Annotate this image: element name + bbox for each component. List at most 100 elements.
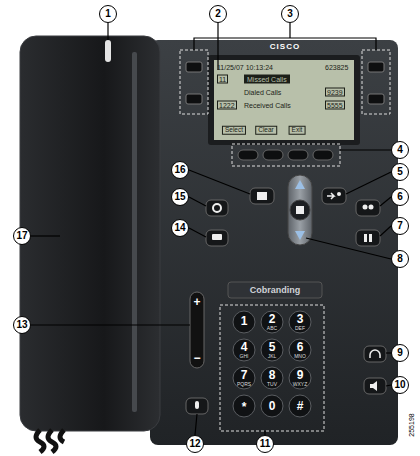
leader-line — [306, 238, 391, 259]
key-digit: 8 — [269, 369, 276, 381]
leader-line — [380, 197, 391, 206]
screen-text: 1222 — [217, 101, 237, 110]
callout-number: 13 — [13, 316, 31, 334]
speaker-button — [364, 378, 386, 394]
key-digit: * — [242, 401, 247, 413]
key — [233, 367, 255, 389]
callout-number: 2 — [209, 5, 227, 23]
mic-icon — [195, 401, 199, 409]
key — [289, 339, 311, 361]
keypad-keys — [233, 311, 311, 417]
leader-line — [195, 414, 197, 435]
callout-number: 12 — [186, 435, 204, 453]
gear-icon — [213, 204, 221, 212]
key-digit: 4 — [241, 341, 248, 353]
screen-text: 5555 — [325, 101, 345, 110]
lcd-screen — [214, 60, 354, 140]
leader-line — [31, 324, 190, 325]
screen-text: 11 — [217, 75, 228, 84]
leader-line — [346, 172, 391, 194]
leader-line — [380, 226, 391, 236]
key — [289, 311, 311, 333]
transfer-icon — [327, 193, 334, 199]
callout-number: 11 — [256, 435, 274, 453]
handset — [20, 36, 160, 431]
key — [261, 395, 283, 417]
key-digit: 3 — [297, 313, 304, 325]
navigation-bar — [288, 175, 312, 245]
leader-line — [340, 149, 391, 150]
key-digit: 1 — [241, 315, 248, 327]
settings-button — [206, 200, 228, 216]
figure-id: 255198 — [408, 413, 415, 436]
cobranding-text: Cobranding — [250, 286, 301, 295]
callout-number: 1 — [99, 5, 117, 23]
key-digit: 5 — [269, 341, 276, 353]
callout-number: 17 — [13, 227, 31, 245]
dashed-group — [232, 144, 340, 166]
callout-number: 14 — [171, 219, 189, 237]
callout-number: 5 — [391, 163, 409, 181]
line-key — [368, 94, 384, 104]
screen-bezel — [208, 55, 360, 145]
leader-line — [189, 228, 206, 237]
key-letters: TUV — [267, 382, 277, 387]
screen-text: Received Calls — [244, 102, 291, 109]
key-digit: 2 — [269, 313, 276, 325]
callout-number: 3 — [281, 5, 299, 23]
line-key — [368, 62, 384, 72]
callout-number: 7 — [391, 217, 409, 235]
leader-line — [217, 23, 218, 70]
brand-logo: CISCO — [270, 43, 300, 51]
line-key — [186, 94, 202, 104]
envelope-icon — [257, 192, 267, 200]
key-letters: PQRS — [237, 382, 251, 387]
screen-text: 623825 — [325, 64, 348, 71]
softkey — [288, 150, 308, 160]
key — [261, 367, 283, 389]
select-button — [290, 200, 310, 220]
softkey-label: Clear — [255, 126, 277, 135]
down-arrow — [295, 231, 305, 240]
key — [261, 311, 283, 333]
key — [233, 395, 255, 417]
key-digit: # — [297, 400, 304, 412]
mute-button — [186, 398, 208, 414]
volume-sign: + — [193, 296, 200, 308]
dashed-group — [180, 50, 208, 114]
callout-number: 16 — [171, 161, 189, 179]
key — [289, 395, 311, 417]
conference-icon — [363, 205, 368, 210]
key-letters: MNO — [294, 354, 306, 359]
key-letters: GHI — [240, 354, 249, 359]
callout-number: 10 — [391, 376, 409, 394]
softkey — [313, 150, 333, 160]
up-arrow — [295, 180, 305, 189]
softkey-label: Select — [222, 126, 246, 135]
handset-edge — [132, 52, 137, 412]
conference-icon — [369, 205, 374, 210]
select-icon — [296, 206, 304, 214]
line-key — [186, 62, 202, 72]
key-letters: DEF — [295, 326, 305, 331]
key-digit: 7 — [241, 369, 248, 381]
callout-number: 6 — [391, 188, 409, 206]
leader-line — [31, 235, 60, 236]
callout-number: 9 — [391, 344, 409, 362]
dashed-group — [220, 305, 324, 431]
key — [233, 339, 255, 361]
screen-text: 9239 — [325, 88, 345, 97]
headset-button — [364, 346, 386, 362]
help-button — [206, 230, 228, 246]
leader-line — [189, 197, 206, 206]
cobranding-band — [228, 282, 322, 298]
volume-sign: − — [193, 352, 200, 364]
key-letters: WXYZ — [293, 382, 307, 387]
key-digit: 9 — [297, 369, 304, 381]
softkey-label: Exit — [289, 126, 306, 135]
hold-icon — [364, 234, 367, 242]
bracket — [194, 23, 376, 50]
headset-icon — [370, 350, 380, 358]
callout-number: 15 — [171, 188, 189, 206]
